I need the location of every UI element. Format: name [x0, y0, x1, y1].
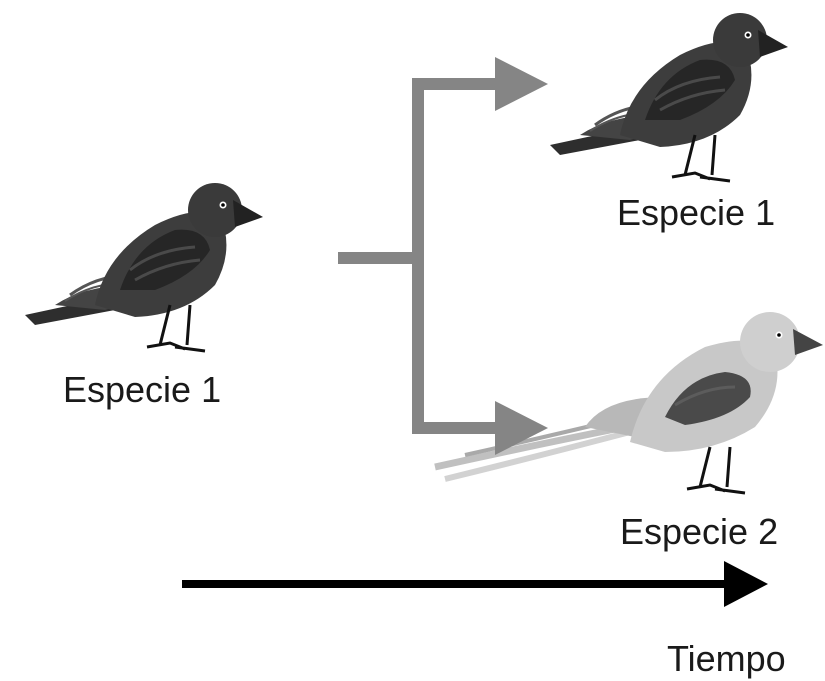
descendant-top-bird-icon — [548, 11, 790, 183]
time-arrow — [182, 561, 768, 607]
descendant-bottom-species-label: Especie 2 — [620, 511, 779, 552]
branch-arrows — [338, 57, 548, 455]
time-axis-label: Tiempo — [667, 638, 786, 679]
ancestor-bird-icon — [23, 181, 265, 353]
branch-top-arrowhead — [495, 57, 548, 111]
time-arrowhead — [724, 561, 768, 607]
branch-bottom-arrowhead — [495, 401, 548, 455]
descendant-top-species-label: Especie 1 — [617, 192, 776, 233]
descendant-bottom-bird-icon — [435, 312, 823, 493]
ancestor-species-label: Especie 1 — [63, 369, 222, 410]
